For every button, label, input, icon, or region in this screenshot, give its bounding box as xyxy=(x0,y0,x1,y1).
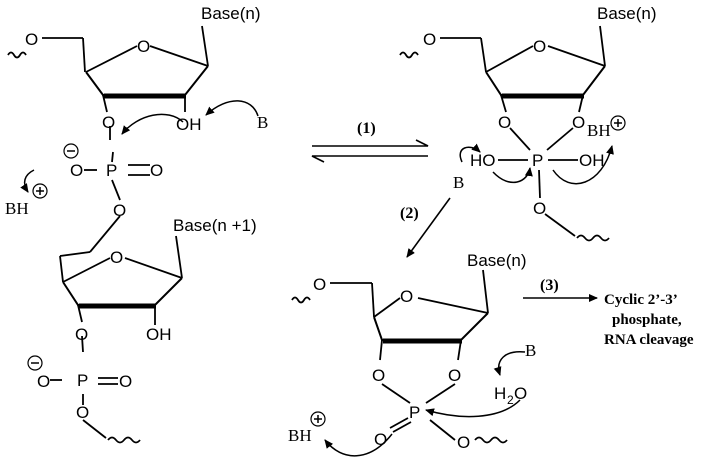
label-P: P xyxy=(106,161,117,180)
label-O5: O xyxy=(423,30,436,49)
plus-charge-left xyxy=(32,183,48,199)
label-H2O-O: O xyxy=(514,384,527,403)
label-OH: OH xyxy=(579,151,605,170)
wavy-bond xyxy=(291,296,311,304)
atom-labels: O O Base(n) O OH B P O O O BH O Base(n +… xyxy=(5,4,657,452)
curved-arrow-O-to-P xyxy=(121,113,184,135)
step-2-label: (2) xyxy=(400,205,419,222)
curved-arrow-H2O-to-P xyxy=(425,399,521,418)
wavy-bond xyxy=(576,234,610,242)
electron-pushing-arrows xyxy=(20,100,614,457)
label-O3: O xyxy=(102,113,115,132)
label-O-bridge: O xyxy=(113,201,126,220)
label-O-bridge: O xyxy=(76,403,89,422)
reaction-arrows xyxy=(311,139,598,302)
label-H2O-H: H xyxy=(494,384,506,403)
step-3-label: (3) xyxy=(540,277,559,294)
label-ring-O: O xyxy=(400,287,413,306)
label-O3: O xyxy=(572,113,585,132)
label-O-minus: O xyxy=(70,161,83,180)
curved-arrow-O-to-P-right xyxy=(492,167,533,184)
charge-symbols xyxy=(27,115,626,427)
label-O-bridge: O xyxy=(457,433,470,452)
step2-arrow xyxy=(406,197,451,258)
label-H2O-sub: 2 xyxy=(507,393,514,407)
plus-charge-bottom xyxy=(310,411,326,427)
result-text: Cyclic 2’-3’ phosphate, RNA cleavage xyxy=(604,292,694,348)
label-P: P xyxy=(409,403,420,422)
label-base-n1: Base(n +1) xyxy=(173,216,257,235)
label-P: P xyxy=(532,151,543,170)
plus-charge-top-right xyxy=(610,115,626,131)
label-O2: O xyxy=(372,366,385,385)
curved-arrow-to-BH-bottom xyxy=(324,433,393,457)
label-BH: BH xyxy=(288,426,312,445)
label-P: P xyxy=(77,371,88,390)
result-line-3: RNA cleavage xyxy=(604,332,694,348)
minus-charge-bottom xyxy=(27,355,43,371)
label-base-n: Base(n) xyxy=(597,4,657,23)
label-base-n: Base(n) xyxy=(467,251,527,270)
label-B: B xyxy=(525,341,536,360)
intermediate-top-right xyxy=(399,25,610,242)
curved-arrow-OH-to-BH xyxy=(552,145,614,185)
label-HO: HO xyxy=(470,151,496,170)
label-O3: O xyxy=(75,325,88,344)
curved-arrow-B-to-OH xyxy=(205,100,259,117)
label-O5: O xyxy=(313,275,326,294)
wavy-bond xyxy=(399,51,419,59)
label-O5: O xyxy=(25,30,38,49)
label-ring-O: O xyxy=(533,37,546,56)
label-O-minus: O xyxy=(37,372,50,391)
equilibrium-arrow-reverse xyxy=(311,155,428,163)
label-BH: BH xyxy=(587,121,611,140)
result-line-1: Cyclic 2’-3’ xyxy=(604,292,678,308)
label-O2: O xyxy=(498,113,511,132)
label-ring-O: O xyxy=(137,37,150,56)
minus-charge-top xyxy=(63,143,79,159)
label-BH: BH xyxy=(5,199,29,218)
ring-bottom-edge xyxy=(85,65,209,96)
label-B: B xyxy=(453,173,464,192)
label-O-double: O xyxy=(119,372,132,391)
nucleotide-n-left xyxy=(7,25,209,253)
cyclic-phosphate-bottom-right xyxy=(291,269,508,444)
label-O-bridge: O xyxy=(533,199,546,218)
label-OH: OH xyxy=(146,325,172,344)
nucleotide-n1-left xyxy=(50,235,183,444)
step-labels: (1) (2) (3) xyxy=(357,120,559,294)
wavy-bond xyxy=(107,436,141,444)
label-O-double: O xyxy=(150,161,163,180)
wavy-bond xyxy=(7,51,27,59)
result-line-2: phosphate, xyxy=(612,312,682,328)
equilibrium-arrow-forward xyxy=(312,139,429,147)
label-base-n: Base(n) xyxy=(201,4,261,23)
wavy-bond xyxy=(474,436,508,444)
label-O-double: O xyxy=(374,430,387,449)
label-O3: O xyxy=(448,366,461,385)
label-OH: OH xyxy=(176,115,202,134)
curved-arrow-B-to-HO xyxy=(459,143,481,163)
label-ring-O: O xyxy=(110,248,123,267)
label-B: B xyxy=(257,113,268,132)
step-1-label: (1) xyxy=(357,120,376,137)
curved-arrow-to-BH xyxy=(20,169,35,193)
curved-arrow-B-to-H2O xyxy=(493,351,526,376)
